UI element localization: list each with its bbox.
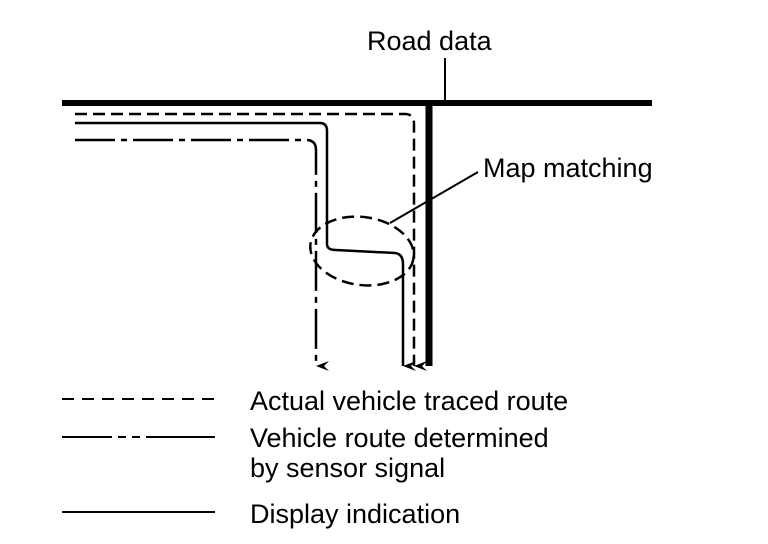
sensor-route-line	[75, 138, 329, 371]
map-matching-ellipse	[309, 215, 415, 287]
display-route-line	[75, 121, 416, 371]
legend-sensor-route-label: Vehicle route determined	[250, 423, 549, 453]
legend: Actual vehicle traced route Vehicle rout…	[62, 386, 568, 529]
road-data-label: Road data	[367, 26, 493, 56]
legend-display-label: Display indication	[250, 499, 460, 529]
map-matching-leader	[389, 171, 479, 224]
map-matching-label: Map matching	[483, 153, 653, 183]
legend-actual-route-label: Actual vehicle traced route	[250, 386, 568, 416]
legend-sensor-route-label-line2: by sensor signal	[250, 453, 445, 483]
actual-route-line	[75, 112, 427, 371]
